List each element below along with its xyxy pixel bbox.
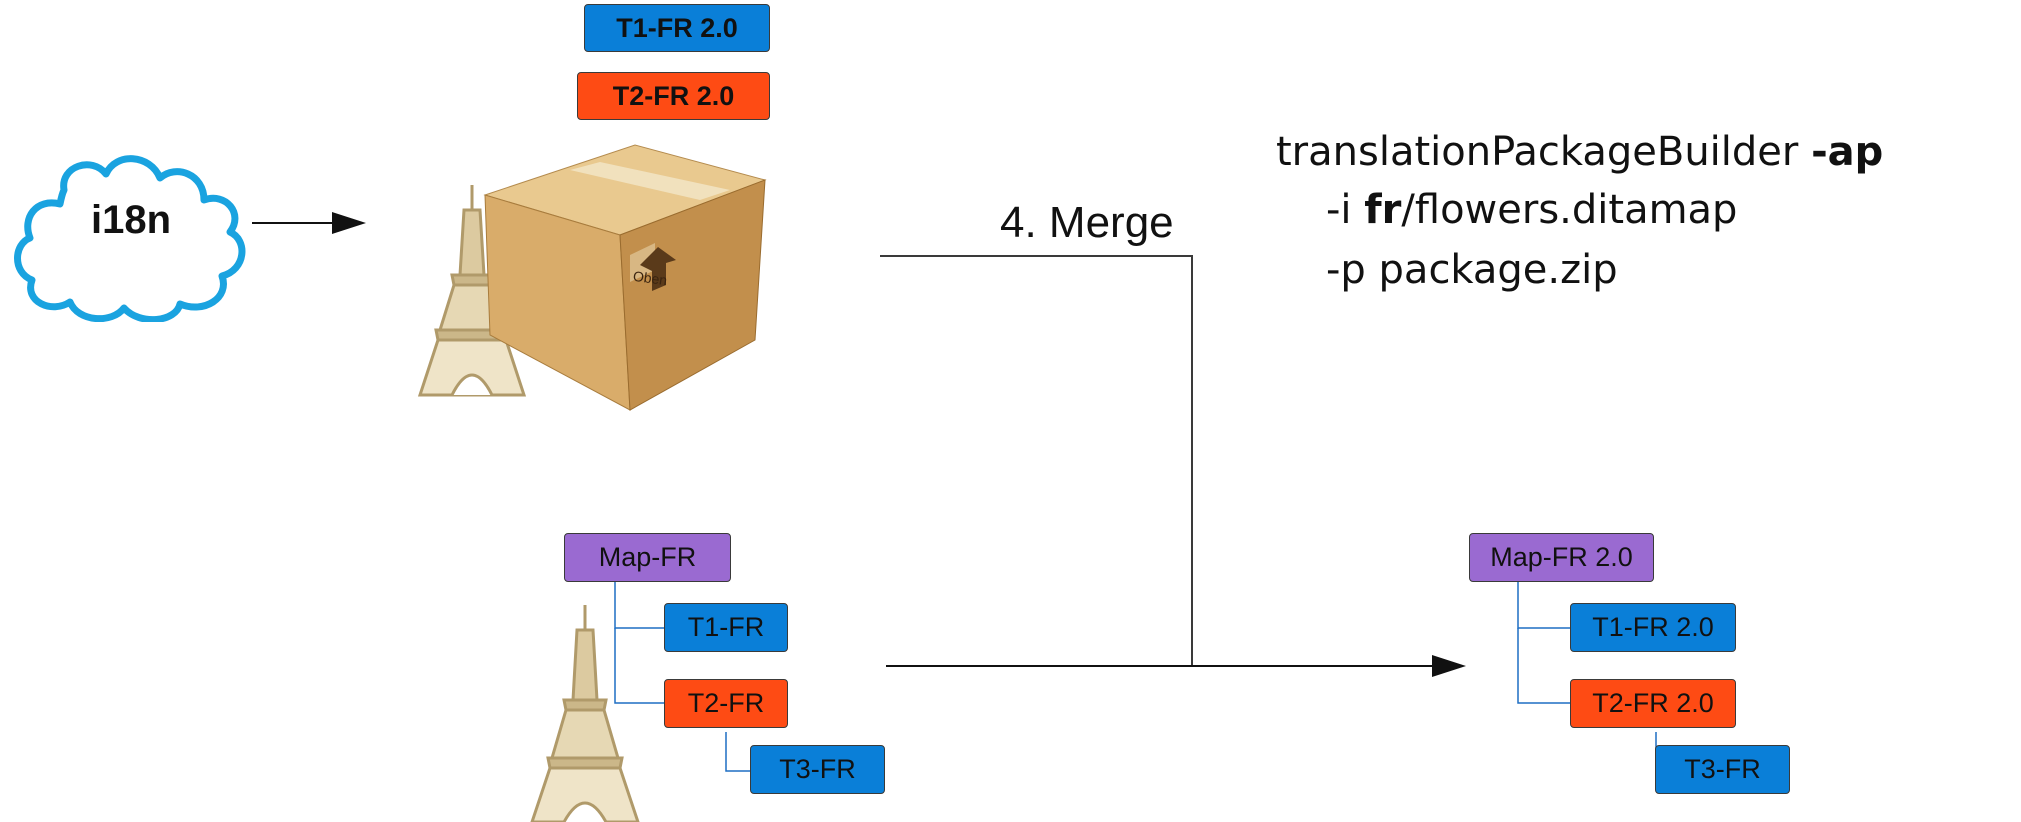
result-map-node: Map-FR 2.0: [1469, 533, 1654, 582]
result-topic-t2: T2-FR 2.0: [1570, 679, 1736, 728]
command-name: translationPackageBuilder: [1276, 129, 1812, 175]
package-merge-line: [880, 255, 1193, 666]
package-badge-t1: T1-FR 2.0: [584, 4, 770, 52]
command-flag-ap: -ap: [1811, 129, 1884, 175]
command-input-lang: fr: [1364, 187, 1402, 233]
merge-label: 4. Merge: [1000, 198, 1174, 247]
eiffel-tower-icon: [530, 605, 640, 822]
source-topic-t2: T2-FR: [664, 679, 788, 728]
command-input-prefix: -i: [1326, 187, 1365, 233]
command-package-arg: -p package.zip: [1326, 247, 1618, 293]
command-line-3: -p package.zip: [1326, 250, 1618, 290]
cloud-icon: [14, 155, 246, 324]
i18n-cloud: i18n: [8, 112, 254, 324]
result-topic-t1: T1-FR 2.0: [1570, 603, 1736, 652]
source-map-node: Map-FR: [564, 533, 731, 582]
source-tree-lines: [614, 582, 750, 772]
command-input-path: /flowers.ditamap: [1401, 187, 1738, 233]
package-box-icon: [483, 144, 767, 411]
result-topic-t3: T3-FR: [1655, 745, 1790, 794]
command-line-1: translationPackageBuilder -ap: [1276, 132, 1883, 172]
source-topic-t1: T1-FR: [664, 603, 788, 652]
command-line-2: -i fr/flowers.ditamap: [1326, 190, 1737, 230]
package-badge-t2: T2-FR 2.0: [577, 72, 770, 120]
eiffel-tower-icon: [417, 185, 527, 397]
source-topic-t3: T3-FR: [750, 745, 885, 794]
cloud-label: i18n: [90, 198, 172, 242]
